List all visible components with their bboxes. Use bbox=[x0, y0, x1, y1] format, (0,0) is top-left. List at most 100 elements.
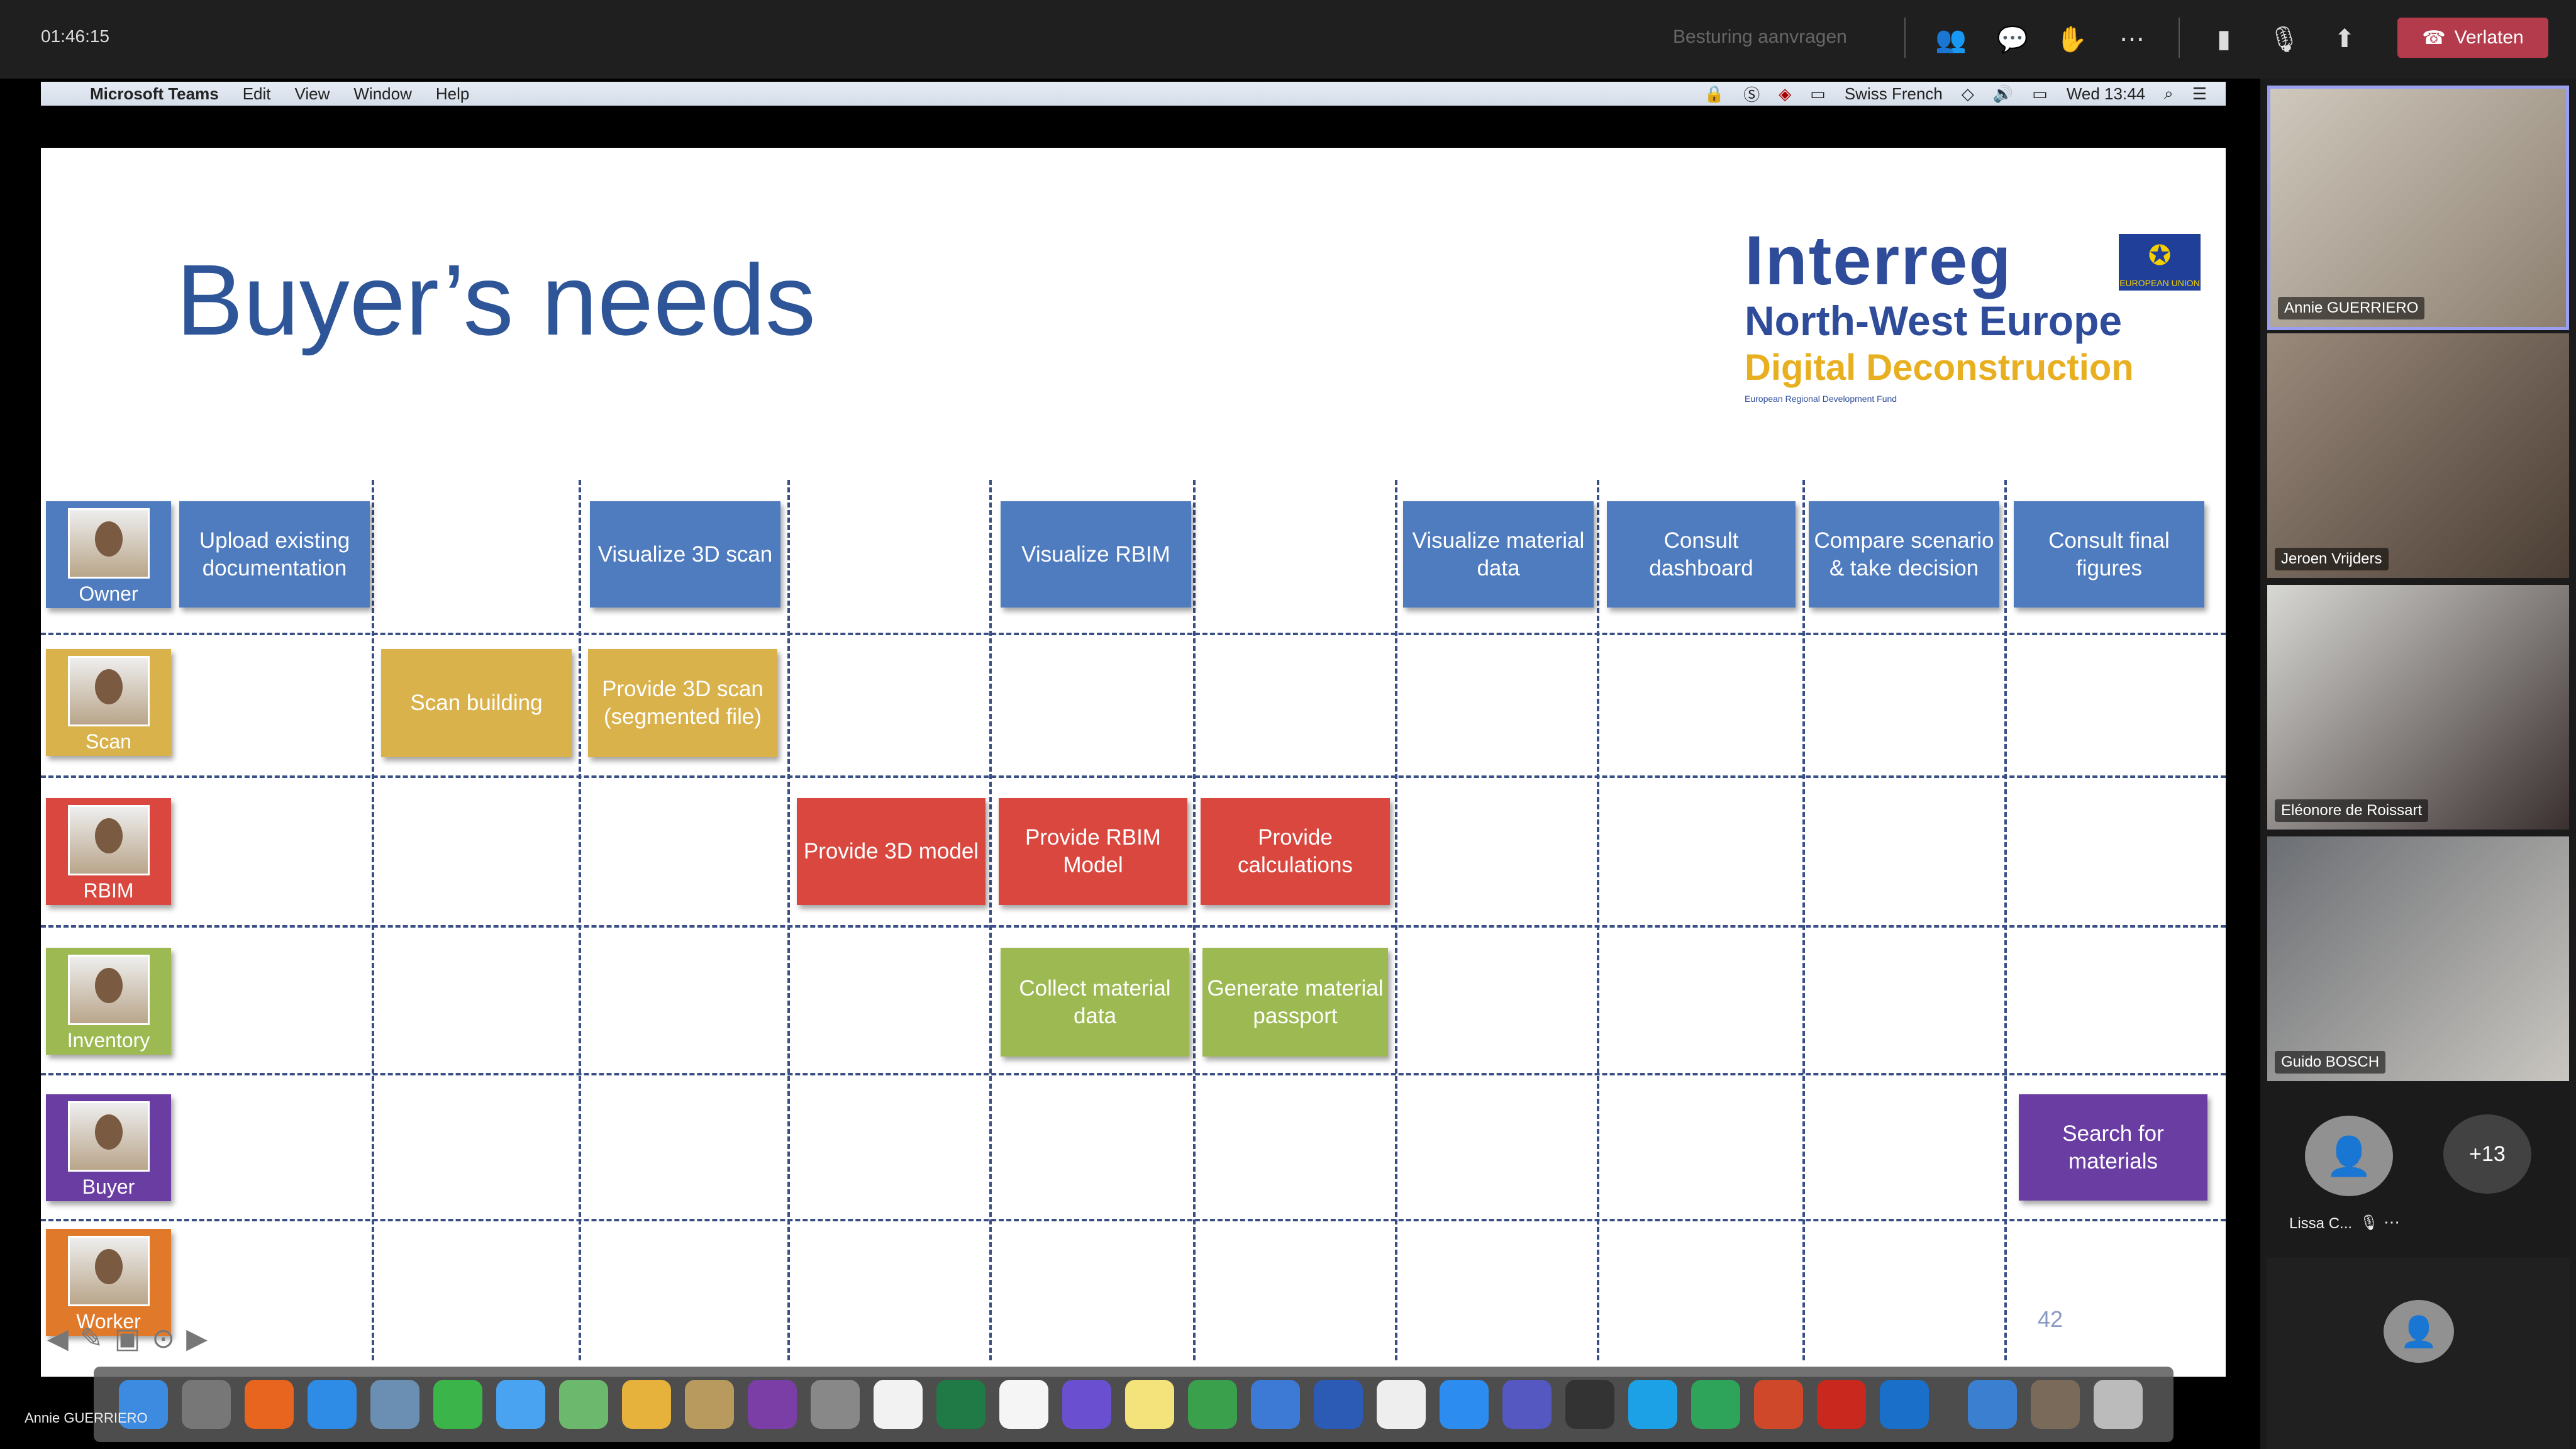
outlook-icon[interactable] bbox=[1880, 1380, 1929, 1429]
menu-app[interactable]: Microsoft Teams bbox=[90, 84, 219, 103]
meeting-timer: 01:46:15 bbox=[41, 26, 109, 46]
grid-line bbox=[41, 1073, 2226, 1075]
numbers-icon[interactable] bbox=[1188, 1380, 1237, 1429]
task-provide-calculations: Provide calculations bbox=[1201, 798, 1390, 905]
participant-name: Lissa C... bbox=[2289, 1215, 2353, 1232]
menu-window[interactable]: Window bbox=[353, 84, 412, 103]
launchpad-icon[interactable] bbox=[182, 1380, 231, 1429]
firefox-icon[interactable] bbox=[245, 1380, 294, 1429]
mac-menubar: Microsoft Teams Edit View Window Help 🔒 … bbox=[41, 82, 2226, 106]
quicktime-icon[interactable] bbox=[1565, 1380, 1614, 1429]
imovie-icon[interactable] bbox=[1062, 1380, 1111, 1429]
mic-off-icon[interactable]: 🎙 bbox=[2268, 25, 2301, 53]
trash-icon[interactable] bbox=[2094, 1380, 2143, 1429]
pen-icon[interactable]: ✎ bbox=[79, 1323, 103, 1354]
task-provide-3d-model: Provide 3D model bbox=[797, 798, 985, 905]
notes-app-icon[interactable] bbox=[685, 1380, 734, 1429]
video-tile[interactable]: Eléonore de Roissart bbox=[2267, 585, 2569, 830]
preview-photo-icon[interactable] bbox=[2031, 1380, 2080, 1429]
next-slide-icon[interactable]: ▶ bbox=[186, 1323, 208, 1354]
person-icon: 👤 bbox=[2400, 1315, 2438, 1349]
skype-icon[interactable] bbox=[1628, 1380, 1677, 1429]
keynote-icon[interactable] bbox=[1251, 1380, 1300, 1429]
rbim-photo bbox=[67, 805, 150, 875]
role-buyer: Buyer bbox=[46, 1094, 171, 1201]
system-preferences-icon[interactable] bbox=[811, 1380, 860, 1429]
excel-icon[interactable] bbox=[936, 1380, 985, 1429]
video-tile[interactable]: Guido BOSCH bbox=[2267, 836, 2569, 1081]
reminders-icon[interactable] bbox=[999, 1380, 1048, 1429]
preview-icon[interactable] bbox=[370, 1380, 419, 1429]
participant-name: Eléonore de Roissart bbox=[2275, 799, 2429, 822]
grid-line bbox=[989, 480, 992, 1360]
presenter-name: Annie GUERRIERO bbox=[25, 1410, 148, 1426]
word-icon[interactable] bbox=[1314, 1380, 1363, 1429]
menu-edit[interactable]: Edit bbox=[242, 84, 271, 103]
role-label: Buyer bbox=[82, 1175, 135, 1198]
avatar[interactable]: 👤 bbox=[2305, 1116, 2393, 1196]
search-icon[interactable]: ⌕ bbox=[2164, 84, 2174, 103]
grid-line bbox=[1802, 480, 1805, 1360]
app-store-icon[interactable] bbox=[1440, 1380, 1489, 1429]
onenote-icon[interactable] bbox=[748, 1380, 797, 1429]
raise-hand-icon[interactable]: ✋ bbox=[2056, 25, 2087, 53]
overflow-participants[interactable]: +13 bbox=[2443, 1114, 2531, 1194]
grid-line bbox=[41, 925, 2226, 928]
task-consult-final: Consult final figures bbox=[2014, 501, 2204, 608]
avatar[interactable]: 👤 bbox=[2384, 1300, 2454, 1363]
role-label: Owner bbox=[79, 582, 138, 605]
more-options-icon[interactable]: ⊙ bbox=[152, 1323, 175, 1354]
maps-icon[interactable] bbox=[559, 1380, 608, 1429]
menu-view[interactable]: View bbox=[294, 84, 330, 103]
request-control-button[interactable]: Besturing aanvragen bbox=[1673, 26, 1847, 47]
lock-icon[interactable]: 🔒 bbox=[1704, 84, 1725, 103]
task-visualize-material: Visualize material data bbox=[1403, 501, 1594, 608]
battery-icon[interactable]: ▭ bbox=[2032, 84, 2048, 103]
mcafee-icon[interactable]: ◈ bbox=[1779, 84, 1792, 103]
photos-icon[interactable] bbox=[622, 1380, 671, 1429]
task-consult-dashboard: Consult dashboard bbox=[1607, 501, 1796, 608]
participant-name: Jeroen Vrijders bbox=[2275, 548, 2389, 570]
previous-slide-icon[interactable]: ◀ bbox=[47, 1323, 69, 1354]
skype-status-icon[interactable]: Ⓢ bbox=[1743, 85, 1760, 104]
camera-off-icon[interactable]: ▮ bbox=[2216, 25, 2231, 53]
keyboard-layout[interactable]: Swiss French bbox=[1844, 84, 1943, 103]
share-icon[interactable]: ⬆ bbox=[2334, 25, 2355, 53]
grid-line bbox=[2004, 480, 2007, 1360]
facetime-icon[interactable] bbox=[433, 1380, 482, 1429]
more-icon[interactable]: ⋯ bbox=[2384, 1213, 2400, 1231]
xmind-icon[interactable] bbox=[1691, 1380, 1740, 1429]
grid-line bbox=[41, 1219, 2226, 1221]
leave-button[interactable]: ☎Verlaten bbox=[2397, 18, 2548, 58]
role-owner: Owner bbox=[46, 501, 171, 608]
role-rbim: RBIM bbox=[46, 798, 171, 905]
clock[interactable]: Wed 13:44 bbox=[2066, 84, 2146, 103]
participants-icon[interactable]: 👥 bbox=[1935, 25, 1967, 53]
grid-line bbox=[579, 480, 581, 1360]
textedit-icon[interactable] bbox=[1377, 1380, 1426, 1429]
stickies-icon[interactable] bbox=[1125, 1380, 1174, 1429]
airplay-icon[interactable]: ▭ bbox=[1810, 84, 1826, 103]
globe-icon[interactable] bbox=[1968, 1380, 2017, 1429]
powerpoint-icon[interactable] bbox=[1754, 1380, 1803, 1429]
more-icon[interactable]: ⋯ bbox=[2119, 25, 2145, 53]
safari-icon[interactable] bbox=[308, 1380, 357, 1429]
grid-line bbox=[1193, 480, 1196, 1360]
video-tile[interactable]: Annie GUERRIERO bbox=[2267, 86, 2569, 330]
grid-line bbox=[41, 633, 2226, 635]
finder-icon[interactable] bbox=[119, 1380, 168, 1429]
wifi-icon[interactable]: ◇ bbox=[1961, 84, 1974, 103]
video-tile[interactable]: Jeroen Vrijders bbox=[2267, 333, 2569, 578]
chat-icon[interactable]: 💬 bbox=[1997, 25, 2028, 53]
messages-icon[interactable] bbox=[496, 1380, 545, 1429]
volume-icon[interactable]: 🔊 bbox=[1992, 84, 2014, 103]
teams-icon[interactable] bbox=[1502, 1380, 1552, 1429]
acrobat-icon[interactable] bbox=[1817, 1380, 1866, 1429]
notification-center-icon[interactable]: ☰ bbox=[2192, 84, 2207, 103]
slides-grid-icon[interactable]: ▣ bbox=[114, 1323, 141, 1354]
grid-line bbox=[787, 480, 790, 1360]
role-scan: Scan bbox=[46, 649, 171, 756]
meeting-toolbar: 01:46:15 Besturing aanvragen 👥 💬 ✋ ⋯ ▮ 🎙… bbox=[0, 0, 2576, 79]
menu-help[interactable]: Help bbox=[435, 84, 470, 103]
calendar-icon[interactable] bbox=[874, 1380, 923, 1429]
